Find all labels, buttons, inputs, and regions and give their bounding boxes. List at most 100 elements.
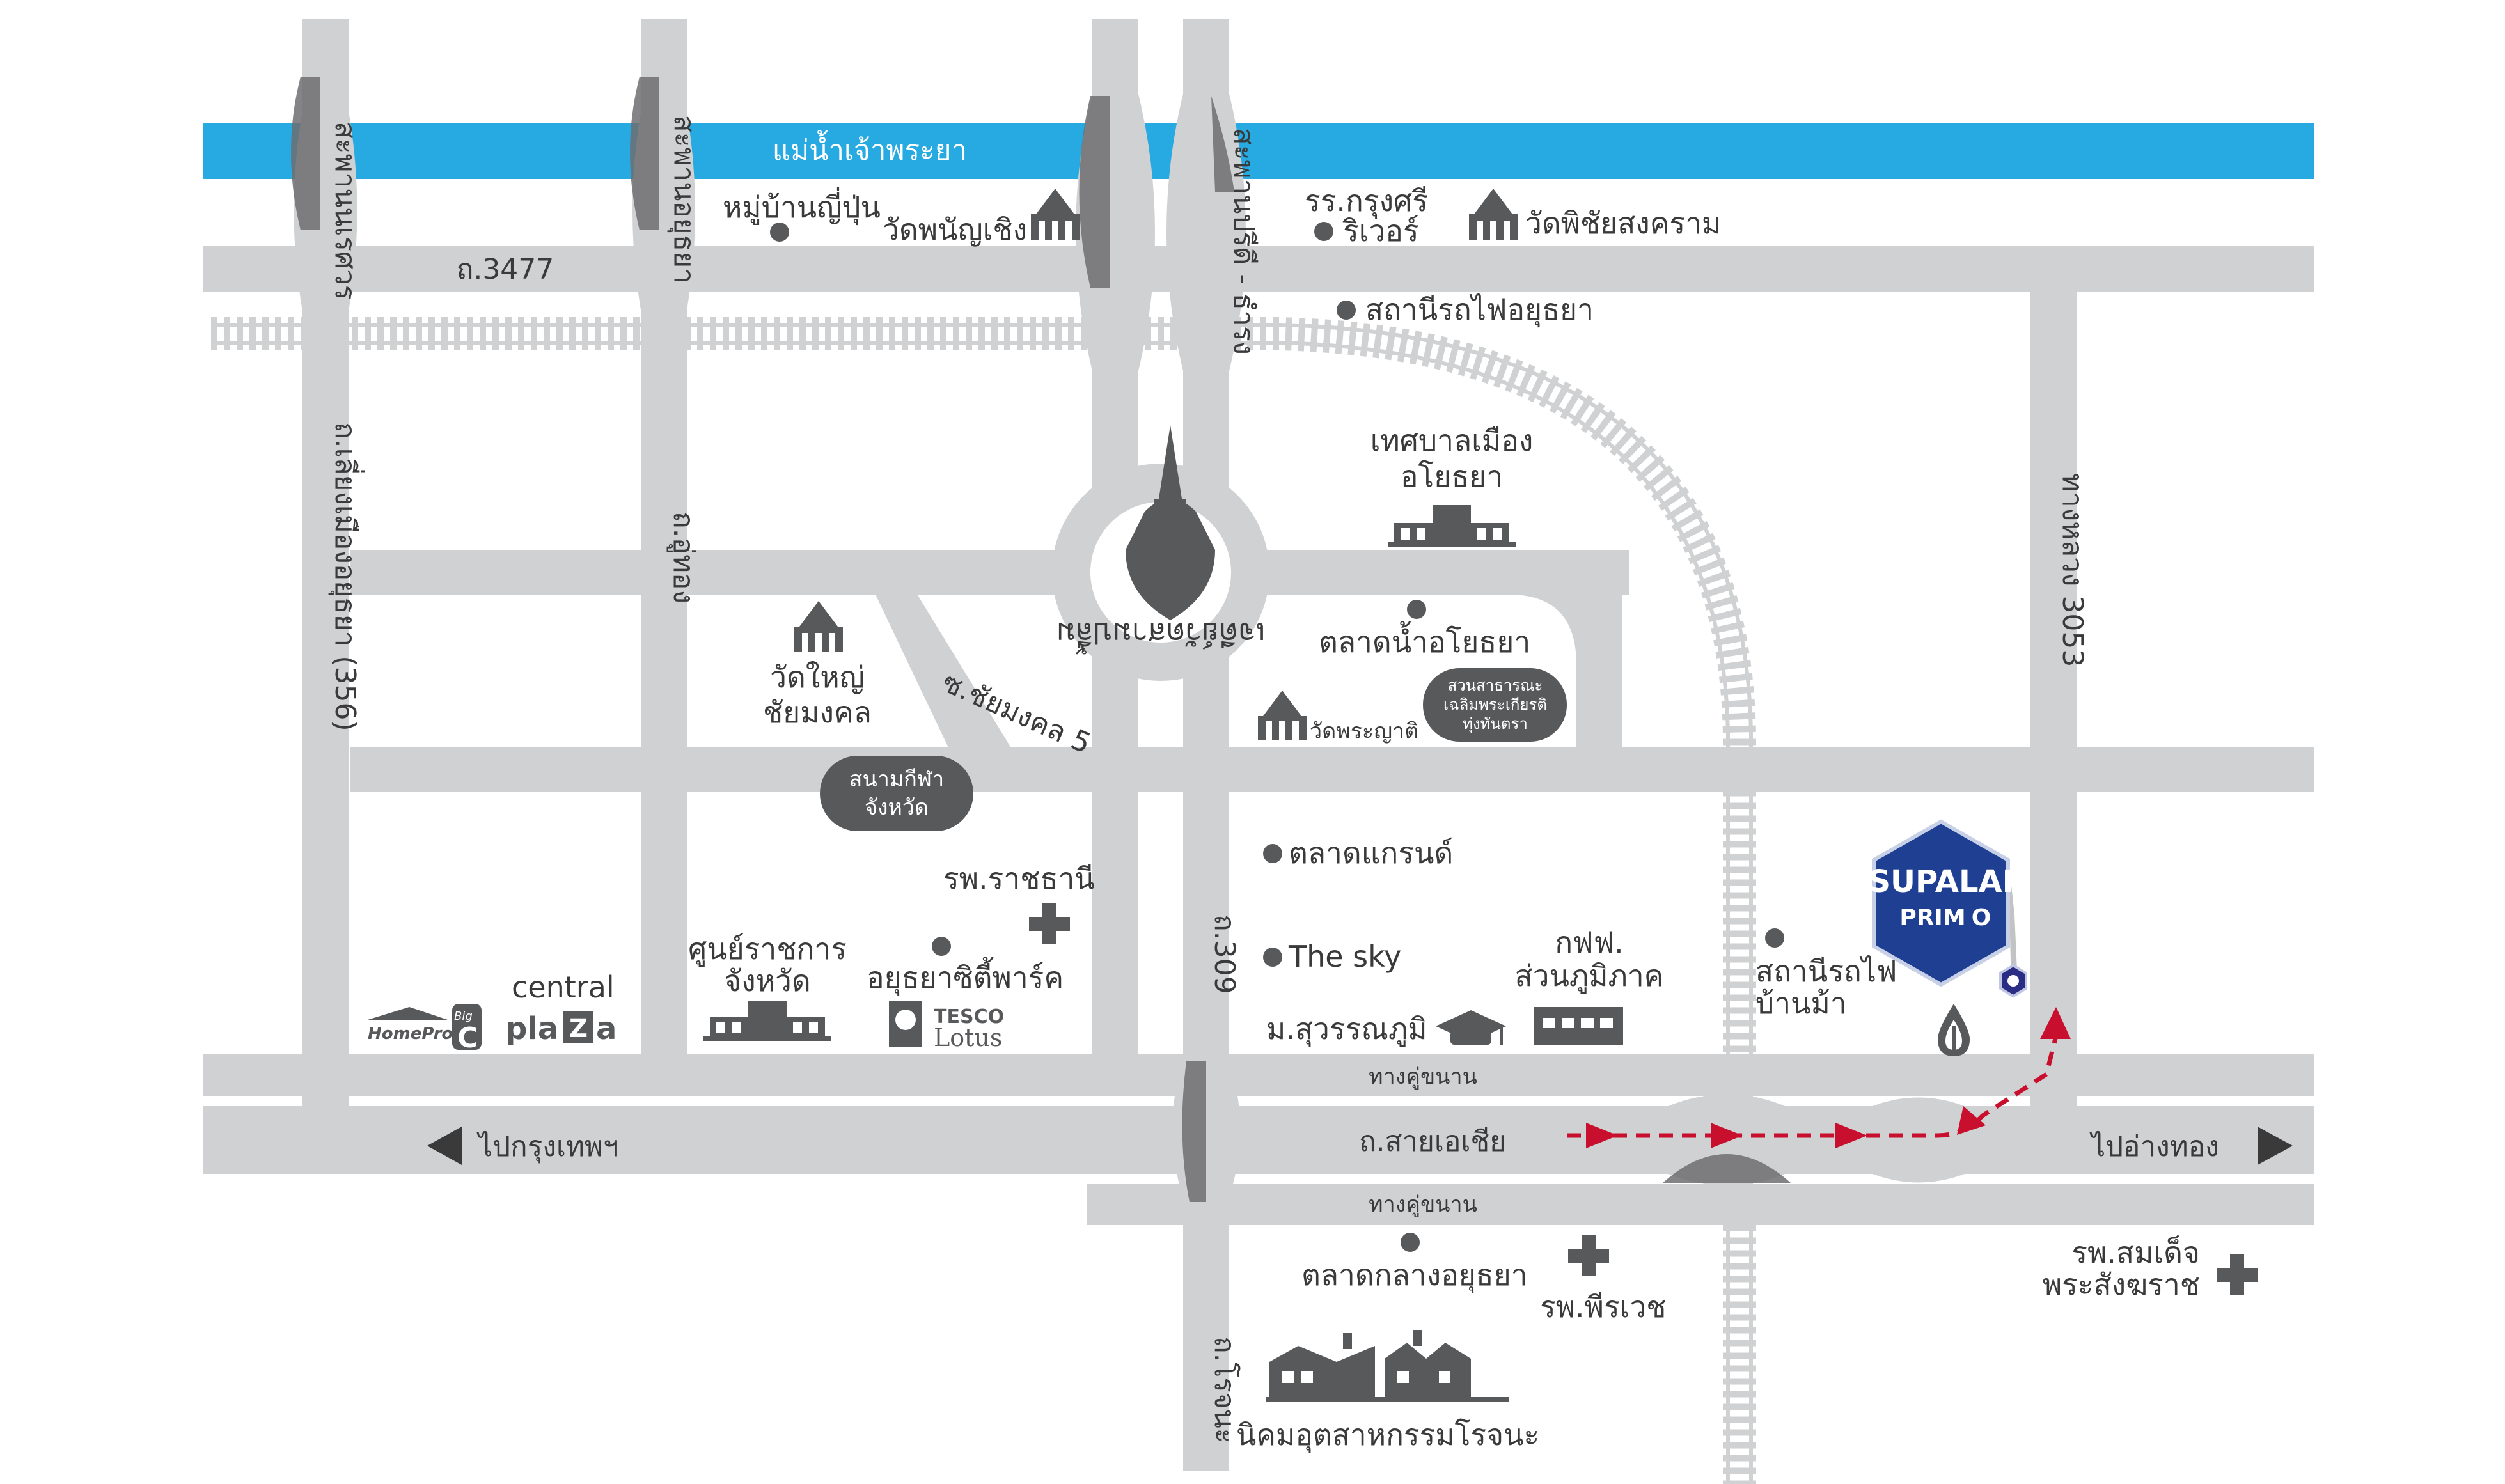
project-marker: SUPALAI PRIM O [1868,819,2027,998]
municipality-line: เทศบาลเมือง [1370,423,1534,458]
public-park-line: สวนสาธารณะ [1448,676,1543,694]
frontage-south [1087,1184,2314,1225]
krungsri-river-label-2: ริเวอร์ [1342,214,1419,248]
wat-yai-label: วัดใหญ่ชัยมงคล [763,660,872,730]
temple-icon [794,601,843,652]
place-dot [770,223,789,242]
bridge-ayutthaya-label: สะพานอยุธยา [667,115,700,284]
chedi-icon [1126,425,1215,620]
pea-label: กฟฟ.ส่วนภูมิภาค [1515,925,1664,994]
hospital-cross-icon [1568,1235,1609,1276]
wat-yai-line: ชัยมงคล [763,695,872,730]
ban-ma-line: บ้านม้า [1755,986,1847,1020]
place-dot [1401,1233,1420,1252]
tesco-text: TESCO [934,1006,1004,1028]
road-u-thong-label: ถ.อู่ทอง [666,512,700,604]
provincial-hall-line: ศูนย์ราชการ [688,932,847,967]
krungsri-river-label: รร.กรุงศรี [1305,184,1428,219]
pea-line: ส่วนภูมิภาค [1515,958,1664,994]
road-3477 [203,246,2314,292]
stadium-line: จังหวัด [865,795,929,820]
place-dot [1765,928,1784,948]
bigc-small-text: Big [454,1010,473,1023]
stadium-line: สนามกีฬา [849,767,944,792]
public-park-line: ทุ่งทันตรา [1463,715,1528,733]
railway [211,317,1756,1484]
central-market-label: ตลาดกลางอยุธยา [1301,1258,1528,1293]
route-arrow-icon [1711,1123,1743,1148]
public-park-pill [1423,668,1567,742]
chedi-label: เจดีย์วัดสามปลื้ม [1056,616,1265,655]
tesco-lotus-logo: TESCO Lotus [889,1001,1004,1052]
wat-phichai-label: วัดพิชัยสงคราม [1525,206,1721,240]
building-icon [703,1001,831,1041]
rojana-road-label: ถ.โรจนะ [1208,1336,1241,1443]
factory-icon [1266,1330,1509,1402]
rojana-estate-label: นิคมอุตสาหกรรมโรจนะ [1236,1418,1539,1453]
ayutthaya-station-label: สถานีรถไฟอยุธยา [1365,292,1594,328]
chao-phraya-river [203,123,2314,179]
bridges [291,19,2021,1253]
stadium-pill [820,756,973,831]
wat-pradu-label: วัดพระญาติ [1310,719,1418,744]
plaza-z-text: Z [569,1014,588,1043]
frontage-north [203,1054,2314,1096]
somdet-hospital-label: รพ.สมเด็จพระสังฆราช [2043,1235,2200,1302]
place-dot [1407,600,1426,619]
to-angthong-label: ไปอ่างทอง [2089,1130,2219,1163]
floating-market-label: ตลาดน้ำอโยธยา [1319,621,1530,659]
place-dot [1337,301,1356,320]
hospital-cross-icon [1029,903,1070,944]
place-dot [1263,844,1282,863]
krungsri-river-line: รร.กรุงศรี [1305,184,1428,219]
road-309-label: ถ.309 [1208,914,1241,994]
place-dot [1263,948,1282,967]
highway-3053 [2030,288,2077,1119]
place-dot [932,937,951,956]
temple-icon [1469,189,1518,240]
highway-3053-label: ทางหลวง 3053 [2056,473,2089,667]
wat-yai-line: วัดใหญ่ [770,660,865,694]
public-park-line: เฉลิมพระเกียรติ [1443,696,1547,714]
pheerawet-hospital-label: รพ.พีรเวช [1540,1290,1666,1324]
provincial-hall-line: จังหวัด [724,964,810,998]
rajthanee-hospital-label: รพ.ราชธานี [943,861,1095,896]
grand-market-label: ตลาดแกรนด์ [1289,836,1453,870]
lotus-text: Lotus [934,1024,1002,1052]
plaza-text: pla [505,1011,558,1047]
gas-station-icon [1938,1004,1970,1056]
arrow-left-icon [427,1127,462,1165]
japanese-village-label: หมู่บ้านญี่ปุ่น [723,187,881,226]
bridge-naresuan-label: สะพานนเรศวร [329,121,361,300]
somdet-line: รพ.สมเด็จ [2071,1235,2200,1270]
place-dot [1314,222,1333,241]
arrow-right-icon [2258,1127,2293,1165]
central-text: central [512,970,615,1004]
graduation-cap-icon [1436,1010,1506,1045]
bigc-logo: Big C [452,1004,482,1054]
bypass-356-label: ถ.เลี่ยงเมืองอยุธยา (356) [328,422,365,731]
the-sky-label: The sky [1288,939,1401,974]
somdet-line: พระสังฆราช [2043,1267,2200,1302]
river-label: แม่น้ำเจ้าพระยา [773,130,967,167]
route-arrow-icon [2040,1007,2071,1039]
project-name-3: O [1972,905,1991,931]
building-icon [1388,505,1516,547]
bridge-pridi-label: สะพานปรีดี - ธำรง [1227,128,1260,355]
provincial-hall-label: ศูนย์ราชการจังหวัด [688,932,847,998]
route-arrow-icon [1835,1123,1867,1148]
to-bangkok-label: ไปกรุงเทพฯ [476,1130,619,1164]
city-park-label: อยุธยาซิตี้พาร์ค [867,957,1064,996]
stadium-label: สนามกีฬาจังหวัด [849,767,944,820]
road-3477-label: ถ.3477 [457,253,554,286]
municipality-line: อโยธยา [1401,459,1503,494]
route-arrow-icon [1586,1123,1618,1148]
ban-ma-station-label: สถานีรถไฟบ้านม้า [1755,954,1897,1020]
temple-icon [1031,189,1080,240]
project-name-1: SUPALAI [1868,864,2013,900]
pea-line: กฟฟ. [1555,925,1624,960]
ban-ma-line: สถานีรถไฟ [1755,954,1897,988]
hospital-cross-icon [2217,1254,2258,1295]
route-arrow-icon [1957,1106,1986,1135]
asia-highway-label: ถ.สายเอเชีย [1359,1125,1506,1158]
